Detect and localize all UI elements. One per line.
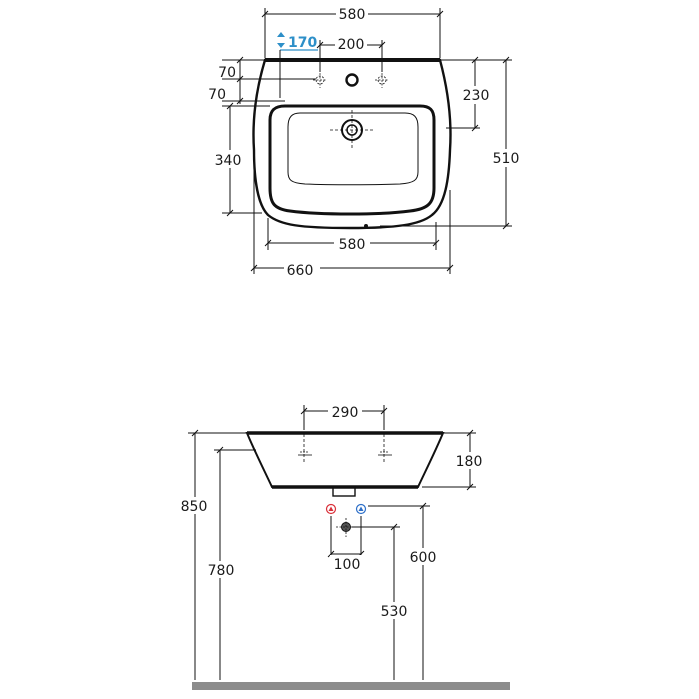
cold-water-symbol bbox=[355, 503, 367, 515]
dim-rim-height-label: 850 bbox=[181, 499, 208, 515]
dim-supply-height-label: 600 bbox=[410, 550, 437, 566]
dim-hole-offset bbox=[277, 32, 318, 98]
basin-outline bbox=[252, 58, 452, 230]
side-view: 290 180 850 780 bbox=[176, 403, 510, 690]
dim-overall-label: 660 bbox=[287, 263, 314, 279]
dim-supply-spacing-label: 100 bbox=[334, 557, 361, 573]
tap-hole bbox=[345, 73, 359, 87]
dim-rim-height bbox=[188, 429, 247, 680]
dim-bottom-height-label: 780 bbox=[208, 563, 235, 579]
dim-hole-row-1-label: 70 bbox=[218, 65, 236, 81]
basin-profile bbox=[245, 432, 445, 488]
floor bbox=[192, 682, 510, 690]
dim-depth bbox=[380, 56, 512, 230]
dim-side-230-label: 230 bbox=[463, 88, 490, 104]
dim-hole-row-2-label: 70 bbox=[208, 87, 226, 103]
dim-waste-height-label: 530 bbox=[381, 604, 408, 620]
dim-top-width-label: 580 bbox=[339, 7, 366, 23]
dim-overall bbox=[250, 160, 454, 274]
dim-side-tap-span-label: 290 bbox=[332, 405, 359, 421]
top-view: 580 200 170 70 70 bbox=[208, 5, 526, 279]
dim-bowl-height-label: 180 bbox=[456, 454, 483, 470]
dim-hole-offset-label: 170 bbox=[288, 35, 317, 51]
dim-tap-span-label: 200 bbox=[338, 37, 365, 53]
hot-water-symbol bbox=[325, 503, 337, 515]
bowl-inner bbox=[287, 112, 419, 186]
waste-outlet bbox=[332, 486, 356, 497]
dim-bowl-label: 340 bbox=[215, 153, 242, 169]
dim-depth-label: 510 bbox=[493, 151, 520, 167]
dim-supply-height bbox=[368, 502, 430, 680]
waste-connection bbox=[336, 518, 356, 537]
dim-bottom-width-label: 580 bbox=[339, 237, 366, 253]
dim-tap-span bbox=[316, 40, 386, 72]
dim-hole-rows bbox=[222, 56, 316, 105]
tap-hole-markers bbox=[298, 434, 392, 462]
bowl-outer bbox=[268, 104, 436, 216]
